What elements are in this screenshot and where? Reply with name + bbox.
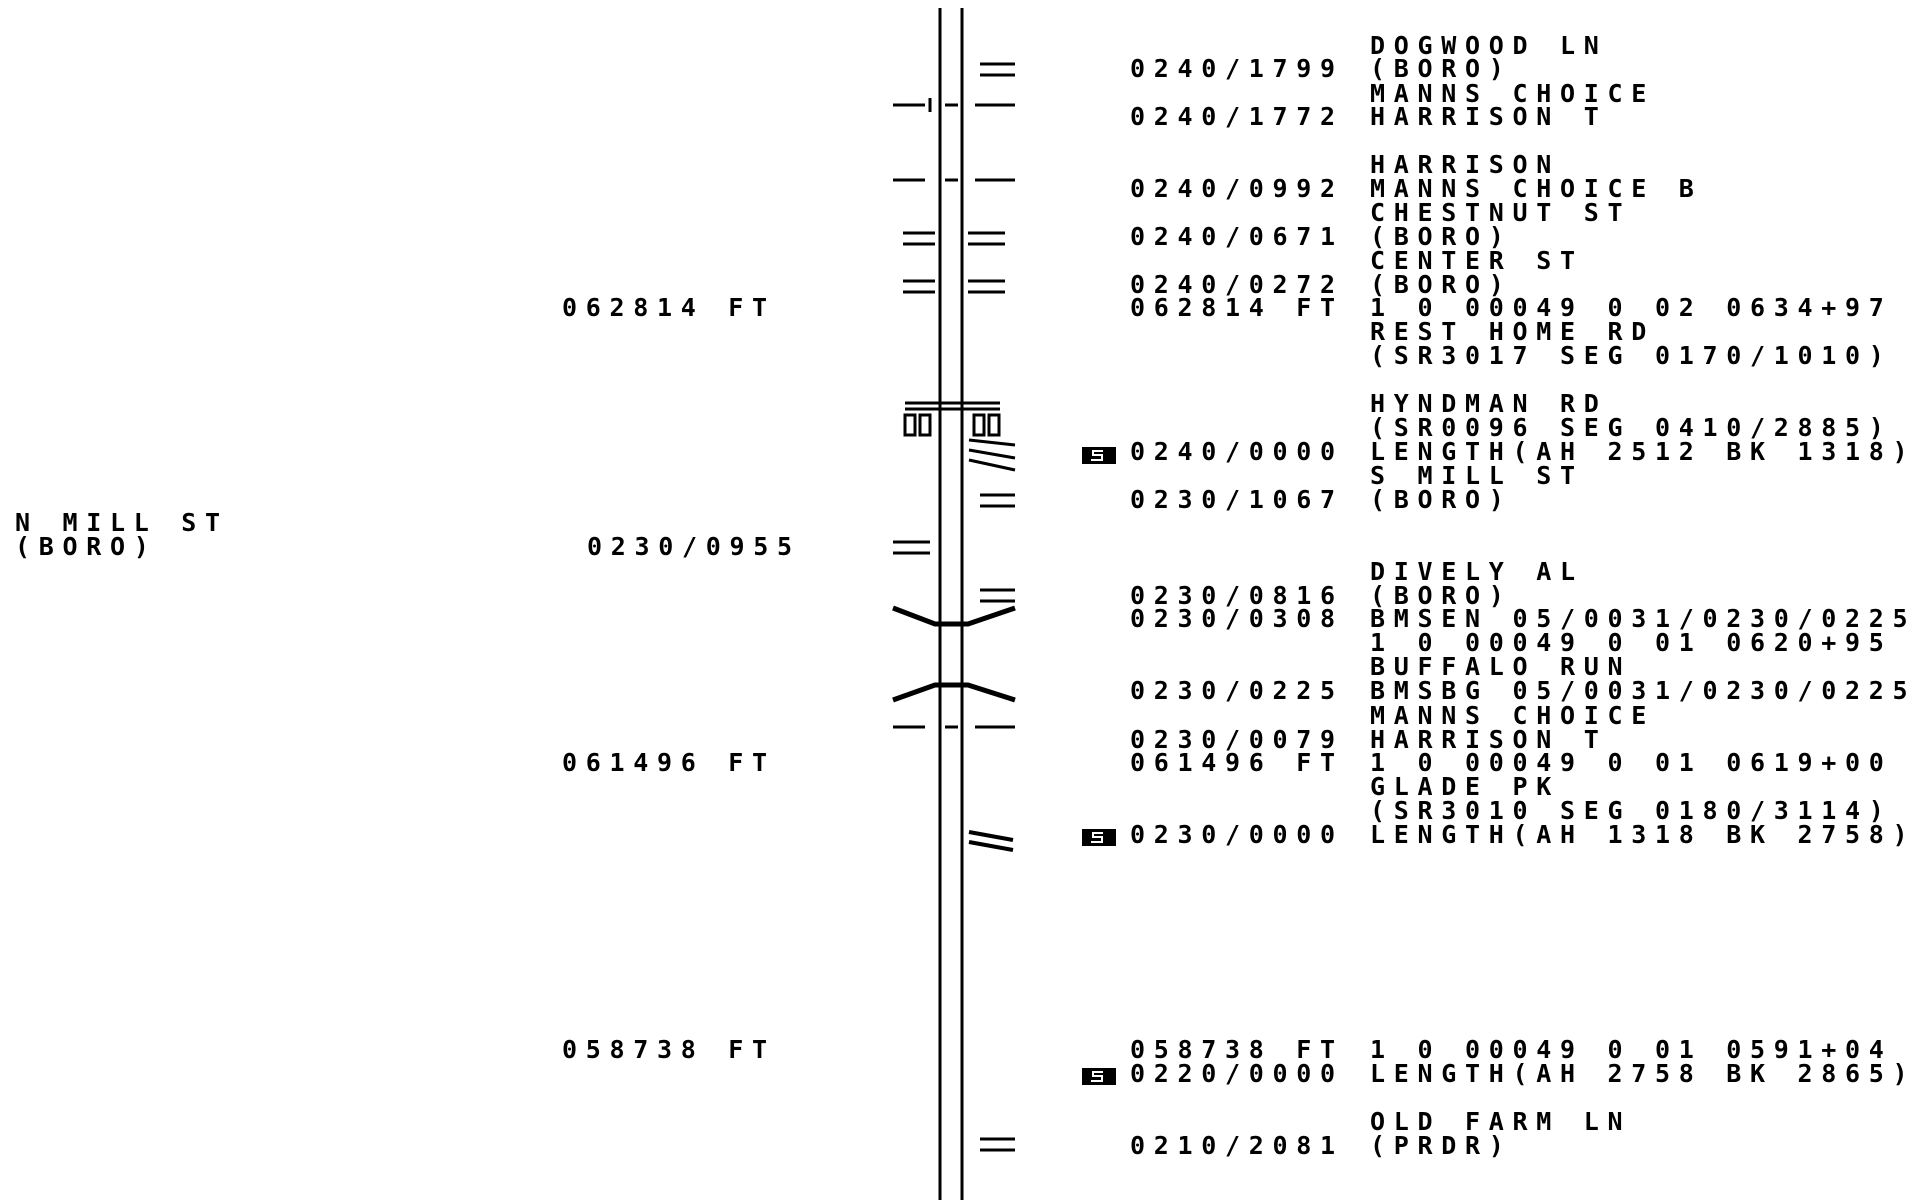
feature-label: HARRISON T <box>1370 102 1608 131</box>
feature-label: 1 0 00049 0 01 0619+00 <box>1370 748 1893 777</box>
segment-marker-icon <box>1082 829 1116 846</box>
feature-label: GLADE PK <box>1370 772 1561 801</box>
bridge-begin-symbol <box>892 682 1016 703</box>
segment-marker-icon <box>1082 447 1116 464</box>
segment-offset: 0230/0308 <box>1130 604 1344 633</box>
feature-label: (SR3017 SEG 0170/1010) <box>1370 341 1893 370</box>
feature-label: BMSEN 05/0031/0230/0225 <box>1370 604 1913 633</box>
feature-label: (BORO) <box>1370 485 1513 514</box>
segment-offset: 0230/1067 <box>1130 485 1344 514</box>
feature-label: MANNS CHOICE <box>1370 79 1656 108</box>
segment-offset: 0230/0225 <box>1130 676 1344 705</box>
cumulative-distance-left: 058738 FT <box>562 1035 776 1064</box>
feature-label: (BORO) <box>1370 222 1513 251</box>
intersection-both-0272 <box>903 279 1005 294</box>
feature-label: MANNS CHOICE B <box>1370 174 1703 203</box>
cumulative-distance-left: 062814 FT <box>562 293 776 322</box>
feature-label: S MILL ST <box>1370 461 1584 490</box>
feature-label: 1 0 00049 0 01 0591+04 <box>1370 1035 1893 1064</box>
feature-label: LENGTH(AH 1318 BK 2758) <box>1370 820 1913 849</box>
feature-label: MANNS CHOICE <box>1370 701 1656 730</box>
roadway-centerline <box>938 8 964 1200</box>
segment-offset: 0240/0272 <box>1130 270 1344 299</box>
segment-offset: 0220/0000 <box>1130 1059 1344 1088</box>
segment-offset: 0240/0671 <box>1130 222 1344 251</box>
feature-label: DIVELY AL <box>1370 557 1584 586</box>
cumulative-distance: 061496 FT <box>1130 748 1344 777</box>
feature-label: DOGWOOD LN <box>1370 31 1608 60</box>
crossing-road-1772 <box>893 98 1015 112</box>
segment-offset: 0230/0079 <box>1130 725 1344 754</box>
feature-label: HARRISON T <box>1370 725 1608 754</box>
feature-label: LENGTH(AH 2512 BK 1318) <box>1370 437 1913 466</box>
railroad-crossing-symbol <box>903 401 1016 472</box>
segment-offset: 0240/0992 <box>1130 174 1344 203</box>
feature-label: (PRDR) <box>1370 1131 1513 1160</box>
segment-offset: 0240/0000 <box>1130 437 1344 466</box>
segment-offset: 0230/0816 <box>1130 581 1344 610</box>
feature-label: BUFFALO RUN <box>1370 652 1632 681</box>
feature-label: (BORO) <box>1370 581 1513 610</box>
feature-label: (SR0096 SEG 0410/2885) <box>1370 413 1893 442</box>
feature-label: HYNDMAN RD <box>1370 389 1608 418</box>
segment-offset: 0210/2081 <box>1130 1131 1344 1160</box>
segment-offset: 0240/1772 <box>1130 102 1344 131</box>
feature-label: (BORO) <box>1370 54 1513 83</box>
intersection-right-1799 <box>980 62 1015 77</box>
intersection-left-0955 <box>893 540 930 555</box>
feature-label: LENGTH(AH 2758 BK 2865) <box>1370 1059 1913 1088</box>
intersection-right-1067 <box>980 493 1015 508</box>
feature-label: CENTER ST <box>1370 246 1584 275</box>
feature-label: 1 0 00049 0 01 0620+95 <box>1370 628 1893 657</box>
segment-offset: 0240/1799 <box>1130 54 1344 83</box>
jurisdiction-label: (BORO) <box>15 532 158 561</box>
feature-label: REST HOME RD <box>1370 317 1656 346</box>
cross-street-label: N MILL ST <box>15 508 229 537</box>
segment-offset: 0230/0000 <box>1130 820 1344 849</box>
lane-change-symbol <box>968 830 1014 852</box>
bridge-end-symbol <box>892 605 1016 627</box>
segment-marker-icon <box>1082 1068 1116 1085</box>
feature-label: CHESTNUT ST <box>1370 198 1632 227</box>
cumulative-distance-left: 061496 FT <box>562 748 776 777</box>
intersection-both-0671 <box>903 231 1005 246</box>
intersection-right-0816 <box>980 588 1015 603</box>
feature-label: HARRISON <box>1370 150 1561 179</box>
feature-label: BMSBG 05/0031/0230/0225 <box>1370 676 1913 705</box>
feature-label: OLD FARM LN <box>1370 1107 1632 1136</box>
cumulative-distance: 058738 FT <box>1130 1035 1344 1064</box>
segment-offset-left: 0230/0955 <box>587 532 801 561</box>
feature-label: (BORO) <box>1370 270 1513 299</box>
intersection-right-2081 <box>980 1137 1015 1152</box>
cumulative-distance: 062814 FT <box>1130 293 1344 322</box>
feature-label: 1 0 00049 0 02 0634+97 <box>1370 293 1893 322</box>
feature-label: (SR3010 SEG 0180/3114) <box>1370 796 1893 825</box>
